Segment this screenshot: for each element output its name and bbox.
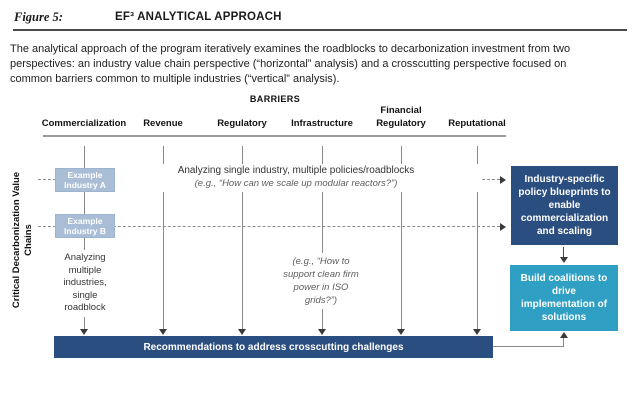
reputational-down-arrow-icon	[473, 329, 481, 335]
industry-b-arrow-icon	[500, 223, 506, 231]
example-industry-b-box: Example Industry B	[55, 214, 115, 238]
header-rule	[13, 29, 627, 31]
horizontal-analysis-example: (e.g., “How can we scale up modular reac…	[194, 178, 398, 189]
recommendations-bar: Recommendations to address crosscutting …	[54, 336, 493, 358]
bar-to-coalitions-arrow-icon	[560, 332, 568, 338]
columns-rule	[43, 135, 506, 137]
horizontal-analysis-note: Analyzing single industry, multiple poli…	[110, 164, 482, 192]
revenue-down-arrow-icon	[159, 329, 167, 335]
column-line-regulatory	[242, 146, 243, 330]
figure-title: EF³ ANALYTICAL APPROACH	[115, 11, 282, 23]
value-chains-axis-label: Critical Decarbonization Value Chains	[11, 171, 34, 309]
policy-blueprints-box: Industry-specific policy blueprints to e…	[511, 166, 618, 245]
industry-b-flow-line	[38, 226, 500, 227]
figure-label: Figure 5:	[14, 10, 63, 24]
infrastructure-down-arrow-icon	[318, 329, 326, 335]
example-industry-a-box: Example Industry A	[55, 168, 115, 192]
column-label-financial-regulatory: Financial Regulatory	[376, 105, 426, 129]
barriers-header: BARRIERS	[249, 94, 301, 104]
regulatory-down-arrow-icon	[238, 329, 246, 335]
column-line-infrastructure	[322, 146, 323, 330]
commercialization-down-arrow-icon	[80, 329, 88, 335]
vertical-analysis-note: Analyzing multiple industries, single ro…	[53, 250, 117, 317]
column-label-revenue: Revenue	[143, 118, 183, 129]
column-line-revenue	[163, 146, 164, 330]
financial-regulatory-down-arrow-icon	[397, 329, 405, 335]
column-line-commercialization	[84, 146, 85, 330]
horizontal-analysis-text: Analyzing single industry, multiple poli…	[177, 165, 415, 176]
column-label-infrastructure: Infrastructure	[291, 118, 353, 129]
column-line-financial-regulatory	[401, 146, 402, 330]
column-label-regulatory: Regulatory	[217, 118, 267, 129]
column-label-reputational: Reputational	[448, 118, 506, 129]
bar-to-coalitions-elbow-horizontal	[493, 346, 564, 347]
vertical-analysis-example: (e.g., “How to support clean firm power …	[278, 253, 364, 309]
blueprints-to-coalitions-arrow-icon	[560, 257, 568, 263]
figure-description: The analytical approach of the program i…	[10, 43, 571, 85]
bar-to-coalitions-elbow-vertical	[563, 338, 564, 347]
column-label-commercialization: Commercialization	[41, 118, 127, 129]
blueprints-to-coalitions-line	[563, 247, 564, 258]
column-line-reputational	[477, 146, 478, 330]
build-coalitions-box: Build coalitions to drive implementation…	[510, 265, 618, 331]
industry-a-arrow-icon	[500, 176, 506, 184]
